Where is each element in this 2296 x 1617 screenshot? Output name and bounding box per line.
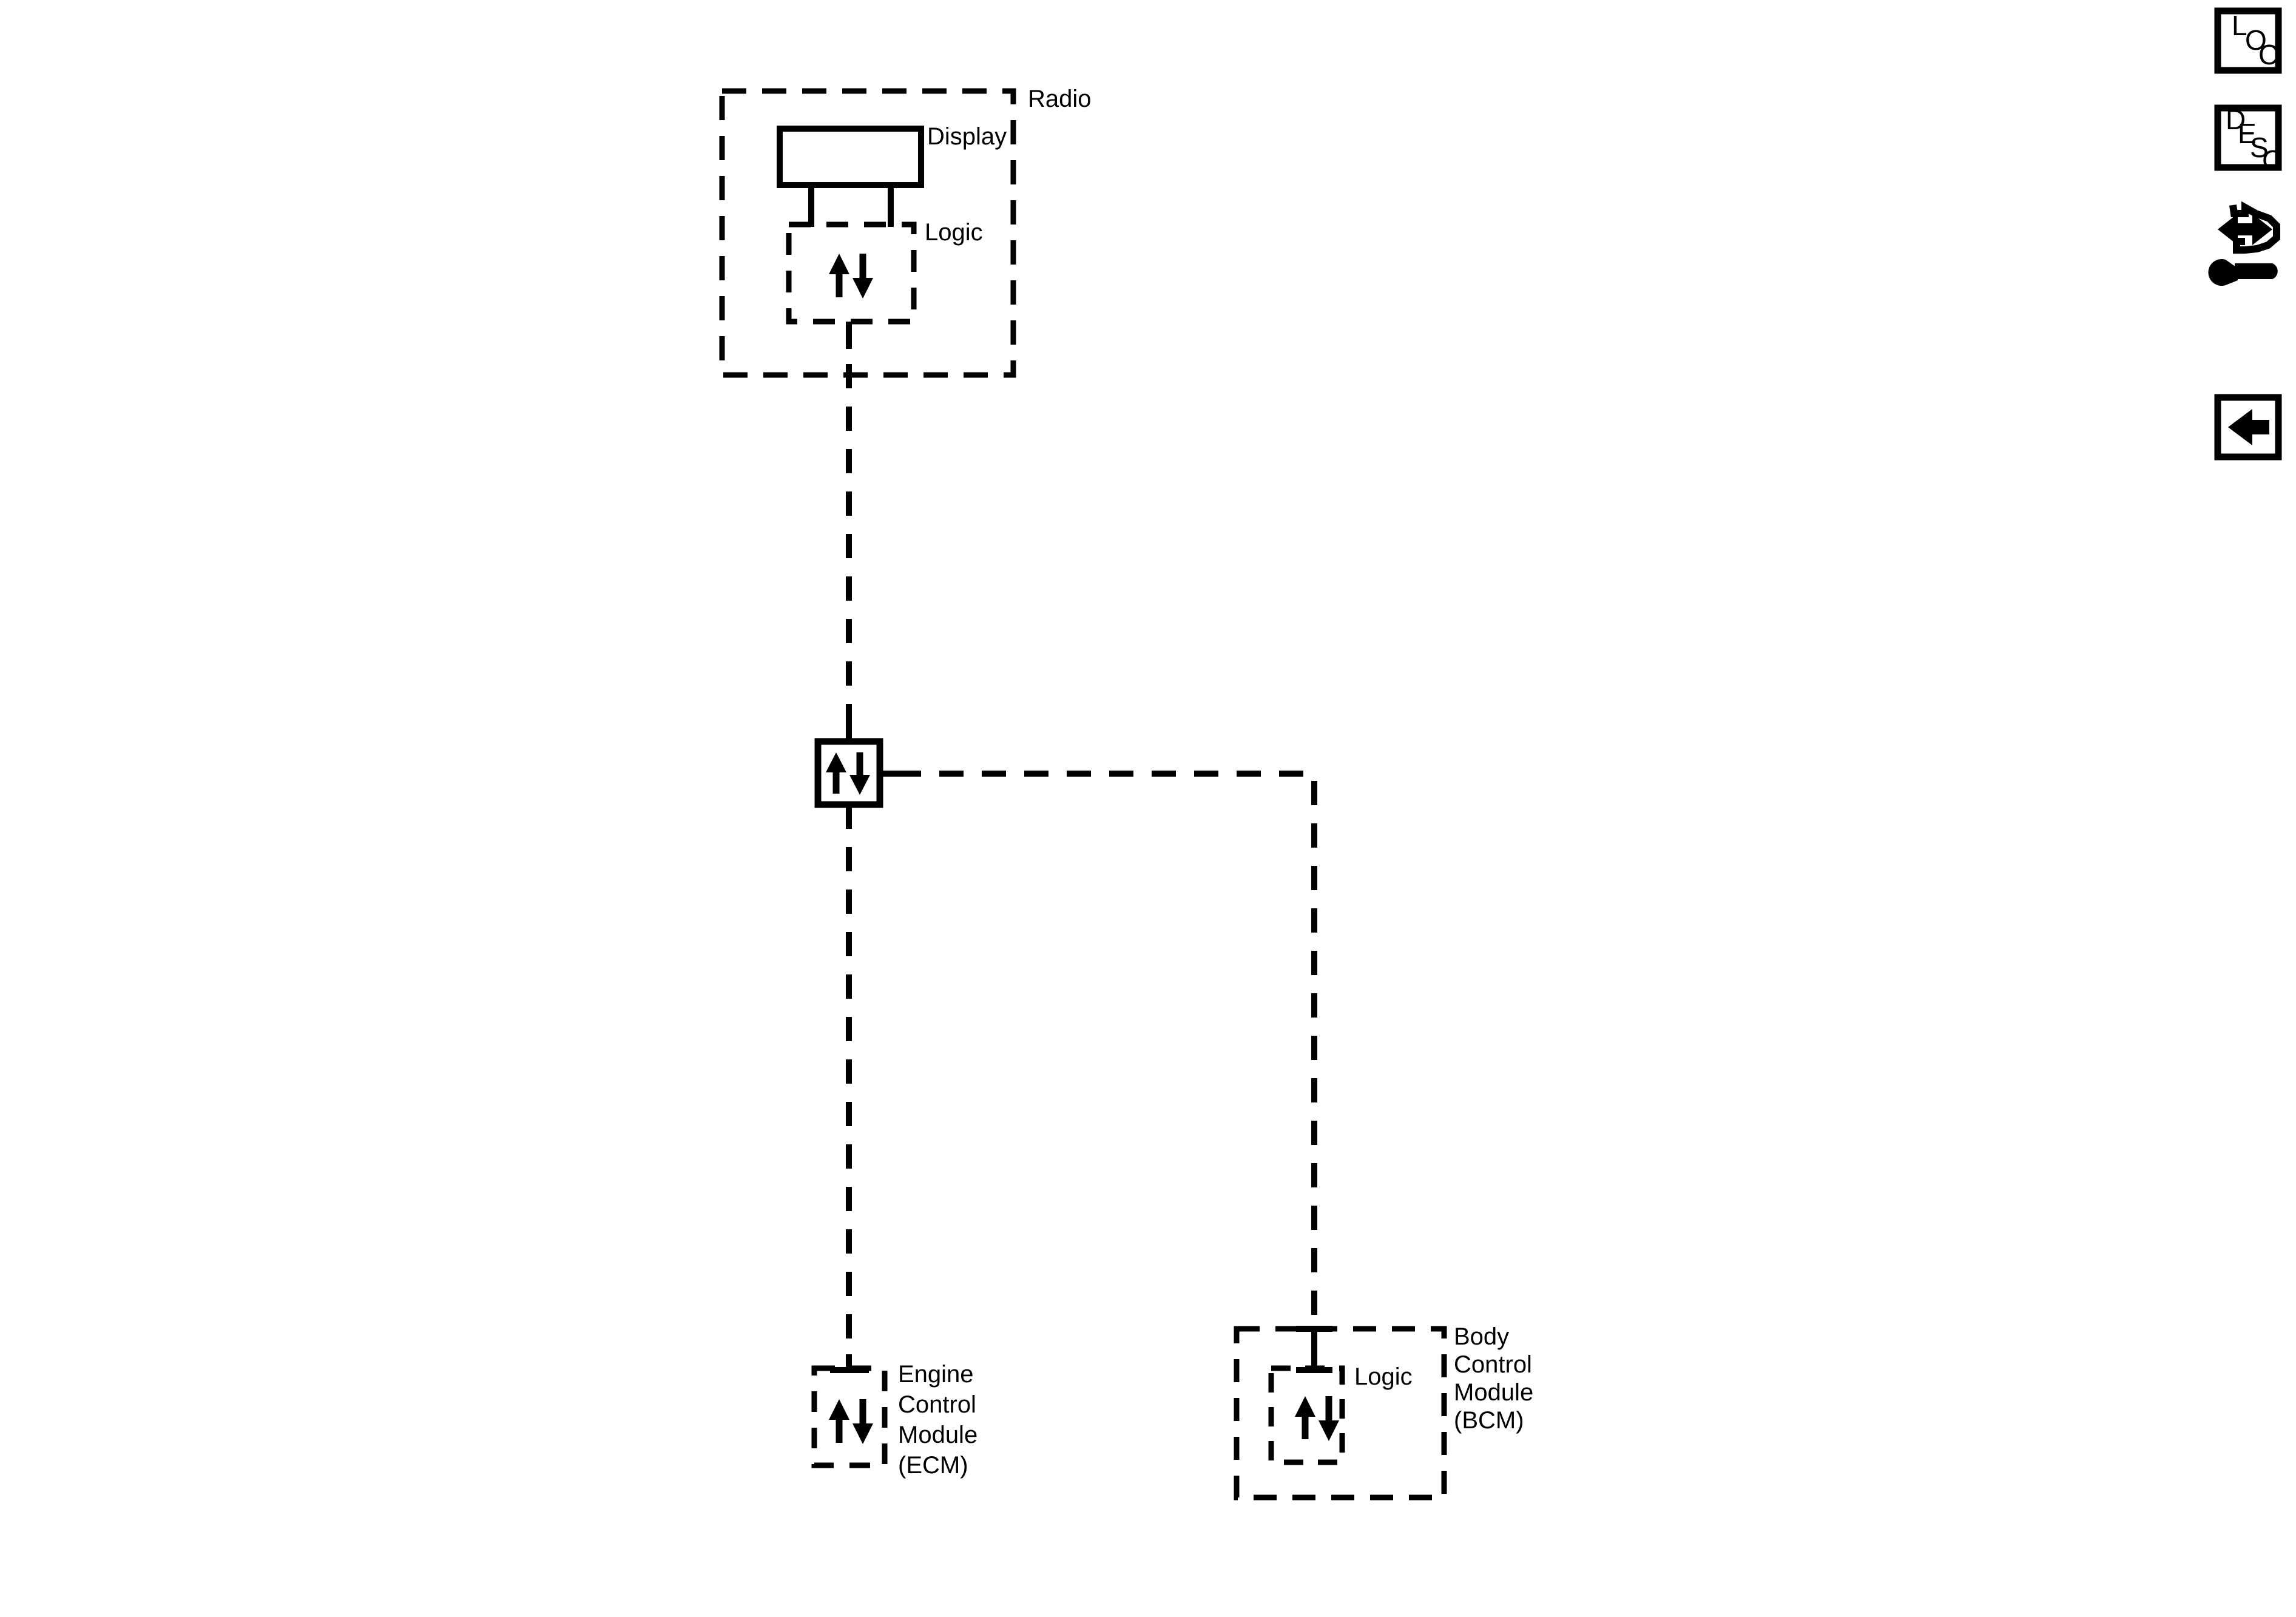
data-link-node [814,728,897,819]
module-bcm: Body Control Module (BCM) Logic [1234,1323,1533,1501]
locate-letter-2: C [2258,39,2278,70]
arrow-left-icon [2228,409,2269,445]
module-radio: Radio [719,86,1092,378]
module-ecm: Engine Control Module (ECM) [811,1354,977,1479]
radio-logic-block: Logic [786,219,983,325]
back-button[interactable] [2214,394,2282,461]
bcm-label-line-0: Body [1454,1323,1509,1350]
description-letter-0: D [2226,104,2246,135]
data-link-node-border [814,738,883,808]
ecm-label-line-3: (ECM) [898,1452,968,1479]
bcm-label-line-2: Module [1454,1379,1533,1406]
bcm-label-line-3: (BCM) [1454,1407,1524,1434]
display-label: Display [927,123,1007,150]
wrench-icon [2208,258,2278,286]
data-link-node-data-arrows-icon [826,752,870,795]
ecm-label-line-2: Module [898,1422,977,1448]
double-arrow-icon [2218,214,2272,245]
connector-hand-icon [2229,201,2280,254]
description-letter-3: C [2262,144,2282,176]
ecm-label-line-1: Control [898,1391,976,1418]
radio-logic-border [786,221,917,325]
ecm-module-border [811,1365,888,1468]
description-letter-2: S [2250,132,2269,163]
display-block: Display [777,123,1007,227]
bcm-label-line-1: Control [1454,1351,1532,1378]
locate-button[interactable]: L O C [2214,7,2282,74]
radio-module-border [719,88,1016,378]
bcm-logic-data-arrows-icon [1295,1396,1339,1441]
radio-logic-label: Logic [925,219,983,246]
locate-letter-0: L [2232,10,2247,41]
ecm-label-line-0: Engine [898,1361,974,1388]
description-button-border[interactable] [2214,104,2282,171]
description-letter-1: E [2238,118,2257,149]
display-border [777,126,924,188]
bcm-module-border [1234,1326,1447,1501]
locate-button-border[interactable] [2214,7,2282,74]
ecm-data-arrows-icon [829,1399,873,1444]
bcm-logic-label: Logic [1354,1363,1413,1390]
connector-repair-icon[interactable] [2208,201,2280,286]
description-button[interactable]: D E S C [2214,104,2282,176]
wire-node-to-bcm [897,771,1317,1341]
radio-module-label: Radio [1028,86,1092,112]
radio-logic-data-arrows-icon [829,254,873,299]
locate-letter-1: O [2245,24,2267,56]
